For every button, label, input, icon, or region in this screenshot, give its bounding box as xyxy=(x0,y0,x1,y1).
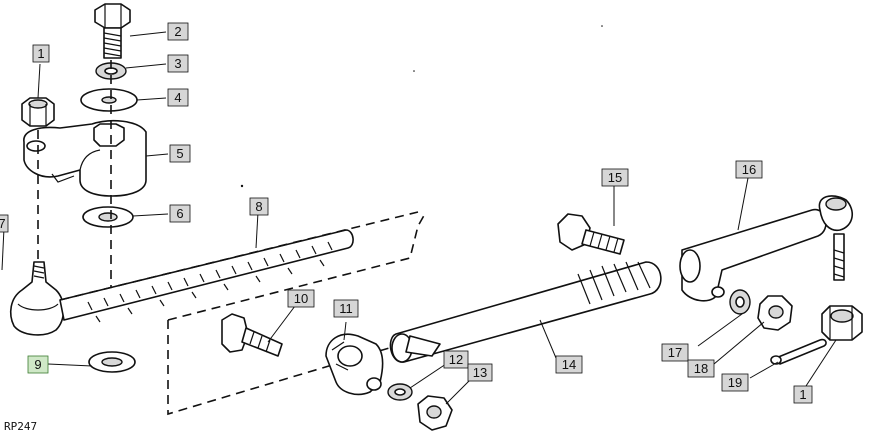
part-8-tube xyxy=(59,229,354,323)
svg-text:16: 16 xyxy=(742,162,756,177)
callout-1-top: 1 xyxy=(32,44,50,63)
svg-text:10: 10 xyxy=(294,291,308,306)
part-10-bolt xyxy=(221,313,283,357)
svg-text:1: 1 xyxy=(37,46,44,61)
callout-9: 9 xyxy=(27,355,49,374)
part-9-tie-rod-end-left xyxy=(9,261,65,336)
svg-text:4: 4 xyxy=(174,90,181,105)
svg-text:1: 1 xyxy=(799,387,806,402)
callout-8: 8 xyxy=(249,197,269,216)
part-3-lock-washer xyxy=(95,62,127,80)
callout-18: 18 xyxy=(687,359,715,378)
callout-14: 14 xyxy=(555,355,583,374)
callout-3: 3 xyxy=(167,54,189,73)
part-17-lock-washer xyxy=(729,289,751,315)
part-1-castle-nut-right xyxy=(821,305,863,341)
callout-12: 12 xyxy=(443,350,469,369)
svg-text:15: 15 xyxy=(608,170,622,185)
part-9-washer xyxy=(88,351,136,373)
callout-2: 2 xyxy=(167,22,189,41)
figure-reference: RP247 xyxy=(4,420,37,433)
callout-1-bottom: 1 xyxy=(793,385,813,404)
part-1-castle-nut-left xyxy=(21,97,55,127)
callout-6: 6 xyxy=(169,204,191,223)
callout-17: 17 xyxy=(661,343,689,362)
part-13-nut xyxy=(417,395,453,431)
part-14-threaded-tube xyxy=(389,261,662,363)
callout-16: 16 xyxy=(735,160,763,179)
callout-19: 19 xyxy=(721,373,749,392)
part-4-washer xyxy=(80,88,138,112)
svg-text:9: 9 xyxy=(34,357,41,372)
callout-5: 5 xyxy=(169,144,191,163)
part-12-lock-washer xyxy=(387,383,413,401)
part-2-cap-screw xyxy=(94,3,131,59)
svg-text:11: 11 xyxy=(339,301,353,316)
part-6-washer xyxy=(82,206,134,228)
svg-text:2: 2 xyxy=(174,24,181,39)
callout-10: 10 xyxy=(287,289,315,308)
svg-text:14: 14 xyxy=(562,357,576,372)
svg-text:18: 18 xyxy=(694,361,708,376)
part-11-clamp xyxy=(325,333,384,396)
part-19-cotter-pin xyxy=(770,338,827,365)
svg-text:17: 17 xyxy=(668,345,682,360)
callout-4: 4 xyxy=(167,88,189,107)
callout-7: 7 xyxy=(0,214,9,233)
callout-11: 11 xyxy=(333,299,359,318)
callout-13: 13 xyxy=(467,363,493,382)
svg-text:8: 8 xyxy=(255,199,262,214)
svg-text:7: 7 xyxy=(0,216,6,231)
svg-text:3: 3 xyxy=(174,56,181,71)
part-16-tie-rod-end-right xyxy=(679,195,853,302)
svg-text:6: 6 xyxy=(176,206,183,221)
svg-text:13: 13 xyxy=(473,365,487,380)
svg-text:19: 19 xyxy=(728,375,742,390)
part-5-steering-arm xyxy=(23,119,147,197)
svg-text:5: 5 xyxy=(176,146,183,161)
part-15-cap-screw xyxy=(557,213,625,255)
callout-15: 15 xyxy=(601,168,629,187)
part-18-nut xyxy=(757,295,793,331)
svg-text:12: 12 xyxy=(449,352,463,367)
